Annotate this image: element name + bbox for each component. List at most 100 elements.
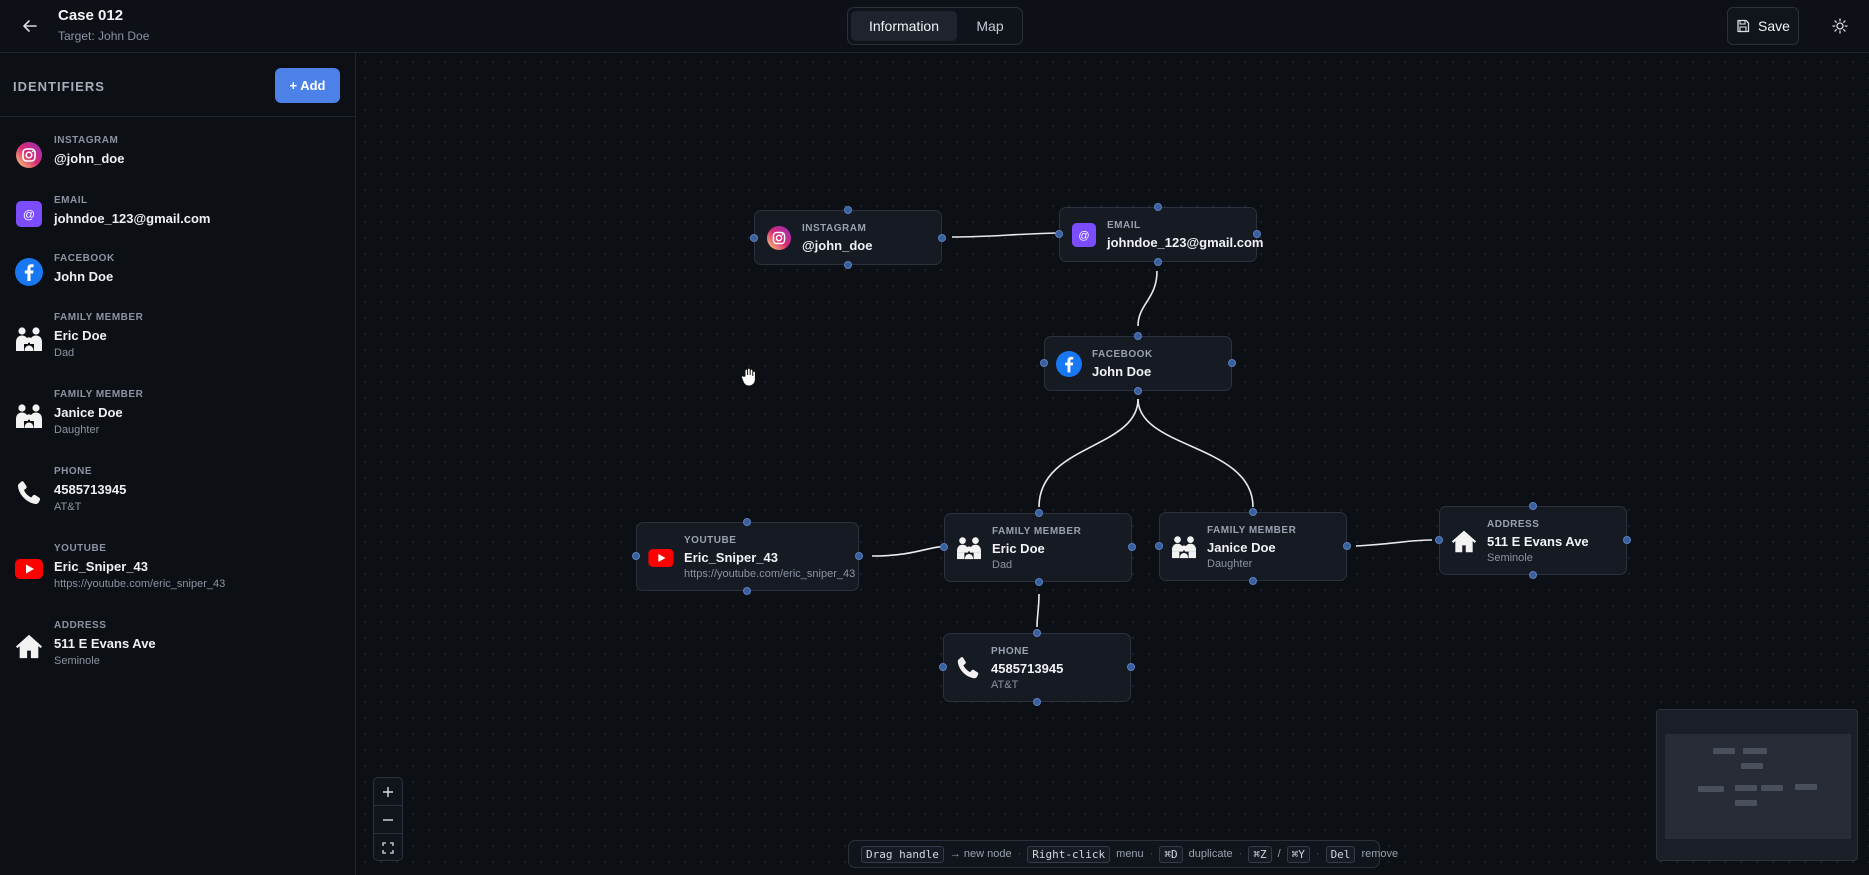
save-icon — [1737, 19, 1750, 33]
zoom-out-button[interactable] — [374, 806, 402, 834]
edge-janice-address[interactable] — [1355, 539, 1433, 547]
node-handle[interactable] — [1033, 629, 1041, 637]
node-detail: Seminole — [1487, 552, 1533, 564]
save-button[interactable]: Save — [1727, 7, 1799, 45]
hint-text: menu — [1116, 848, 1144, 860]
node-detail: Daughter — [1207, 558, 1253, 570]
hint-key: Drag handle — [861, 845, 944, 863]
edge-facebook-eric[interactable] — [1038, 398, 1139, 508]
sidebar-item-family-janice[interactable]: FAMILY MEMBER Janice Doe Daughter — [0, 387, 355, 453]
minimap-viewport[interactable] — [1665, 734, 1851, 839]
node-handle[interactable] — [743, 587, 751, 595]
node-handle[interactable] — [1033, 698, 1041, 706]
email-icon: @ — [1071, 222, 1097, 248]
node-handle[interactable] — [1253, 230, 1261, 238]
email-icon: @ — [15, 200, 43, 228]
tab-information[interactable]: Information — [851, 11, 957, 41]
edge-layer — [871, 232, 1433, 628]
sidebar-item-youtube[interactable]: YOUTUBE Eric_Sniper_43 https://youtube.c… — [0, 541, 355, 607]
fit-view-button[interactable] — [374, 834, 402, 862]
edge-email-facebook[interactable] — [1137, 270, 1158, 327]
node-handle[interactable] — [940, 543, 948, 551]
node-handle[interactable] — [1134, 332, 1142, 340]
add-identifier-button[interactable]: + Add — [275, 68, 340, 103]
edge-facebook-janice[interactable] — [1137, 398, 1254, 508]
sidebar-item-phone[interactable]: PHONE 4585713945 AT&T — [0, 464, 355, 530]
phone-icon — [955, 655, 981, 681]
node-family-eric[interactable]: FAMILY MEMBER Eric Doe Dad — [944, 513, 1132, 582]
youtube-icon — [15, 555, 43, 583]
back-button[interactable] — [18, 14, 42, 38]
node-handle[interactable] — [1040, 359, 1048, 367]
node-value: @john_doe — [802, 238, 873, 253]
node-handle[interactable] — [1529, 571, 1537, 579]
minimap[interactable] — [1656, 709, 1858, 861]
node-handle[interactable] — [632, 552, 640, 560]
sidebar-item-type: FACEBOOK — [54, 253, 115, 264]
node-handle[interactable] — [1249, 508, 1257, 516]
node-handle[interactable] — [750, 234, 758, 242]
node-family-janice[interactable]: FAMILY MEMBER Janice Doe Daughter — [1159, 512, 1347, 581]
view-tabs: Information Map — [847, 7, 1023, 45]
node-handle[interactable] — [1249, 577, 1257, 585]
sidebar-item-detail: Dad — [54, 347, 75, 359]
hint-key: ⌘Y — [1286, 845, 1310, 863]
hand-cursor-icon — [740, 367, 758, 392]
sidebar-item-detail: https://youtube.com/eric_sniper_43 — [54, 578, 226, 590]
sidebar-item-family-eric[interactable]: FAMILY MEMBER Eric Doe Dad — [0, 310, 355, 376]
node-handle[interactable] — [1154, 258, 1162, 266]
sidebar-item-value: John Doe — [54, 269, 114, 284]
node-handle[interactable] — [855, 552, 863, 560]
family-icon — [15, 325, 43, 353]
hint-separator: · — [1238, 848, 1243, 860]
sidebar-item-email[interactable]: @ EMAIL johndoe_123@gmail.com — [0, 193, 355, 243]
node-instagram[interactable]: INSTAGRAM @john_doe — [754, 210, 942, 265]
node-handle[interactable] — [1035, 509, 1043, 517]
sidebar-item-instagram[interactable]: INSTAGRAM @john_doe — [0, 133, 355, 183]
node-handle[interactable] — [743, 518, 751, 526]
node-handle[interactable] — [1055, 230, 1063, 238]
identifiers-sidebar: IDENTIFIERS + Add INSTAGRAM @john_doe @ … — [0, 53, 356, 875]
node-handle[interactable] — [1154, 203, 1162, 211]
node-handle[interactable] — [844, 261, 852, 269]
hint-key: ⌘Z — [1248, 845, 1272, 863]
sidebar-item-value: Eric_Sniper_43 — [54, 559, 148, 574]
hint-separator: · — [1017, 848, 1022, 860]
node-facebook[interactable]: FACEBOOK John Doe — [1044, 336, 1232, 391]
sidebar-item-value: @john_doe — [54, 151, 125, 166]
edge-eric-phone[interactable] — [1036, 593, 1040, 628]
graph-canvas[interactable]: INSTAGRAM @john_doe @ EMAIL johndoe_123@… — [357, 54, 1869, 875]
node-youtube[interactable]: YOUTUBE Eric_Sniper_43 https://youtube.c… — [636, 522, 859, 591]
node-handle[interactable] — [1155, 542, 1163, 550]
node-handle[interactable] — [1128, 543, 1136, 551]
node-handle[interactable] — [1623, 536, 1631, 544]
sidebar-item-value: johndoe_123@gmail.com — [54, 211, 211, 226]
tab-map[interactable]: Map — [976, 18, 1004, 34]
minus-icon — [383, 818, 393, 821]
node-handle[interactable] — [1134, 387, 1142, 395]
fullscreen-icon — [382, 842, 394, 854]
sidebar-item-type: PHONE — [54, 466, 93, 477]
node-email[interactable]: @ EMAIL johndoe_123@gmail.com — [1059, 207, 1263, 262]
edge-instagram-email[interactable] — [951, 232, 1058, 238]
node-handle[interactable] — [1127, 663, 1135, 671]
node-handle[interactable] — [1228, 359, 1236, 367]
zoom-in-button[interactable] — [374, 778, 402, 806]
sidebar-item-address[interactable]: ADDRESS 511 E Evans Ave Seminole — [0, 618, 355, 684]
theme-toggle-button[interactable] — [1829, 15, 1851, 37]
minimap-node — [1795, 784, 1817, 790]
node-type-label: INSTAGRAM — [802, 223, 867, 234]
node-address[interactable]: ADDRESS 511 E Evans Ave Seminole — [1439, 506, 1627, 575]
arrow-left-icon — [23, 20, 37, 32]
node-handle[interactable] — [939, 663, 947, 671]
node-handle[interactable] — [938, 234, 946, 242]
facebook-icon — [1056, 351, 1082, 377]
node-phone[interactable]: PHONE 4585713945 AT&T — [943, 633, 1131, 702]
node-handle[interactable] — [1435, 536, 1443, 544]
node-handle[interactable] — [1343, 542, 1351, 550]
sidebar-item-facebook[interactable]: FACEBOOK John Doe — [0, 251, 355, 301]
node-handle[interactable] — [1035, 578, 1043, 586]
node-value: johndoe_123@gmail.com — [1107, 235, 1264, 250]
node-handle[interactable] — [1529, 502, 1537, 510]
node-handle[interactable] — [844, 206, 852, 214]
